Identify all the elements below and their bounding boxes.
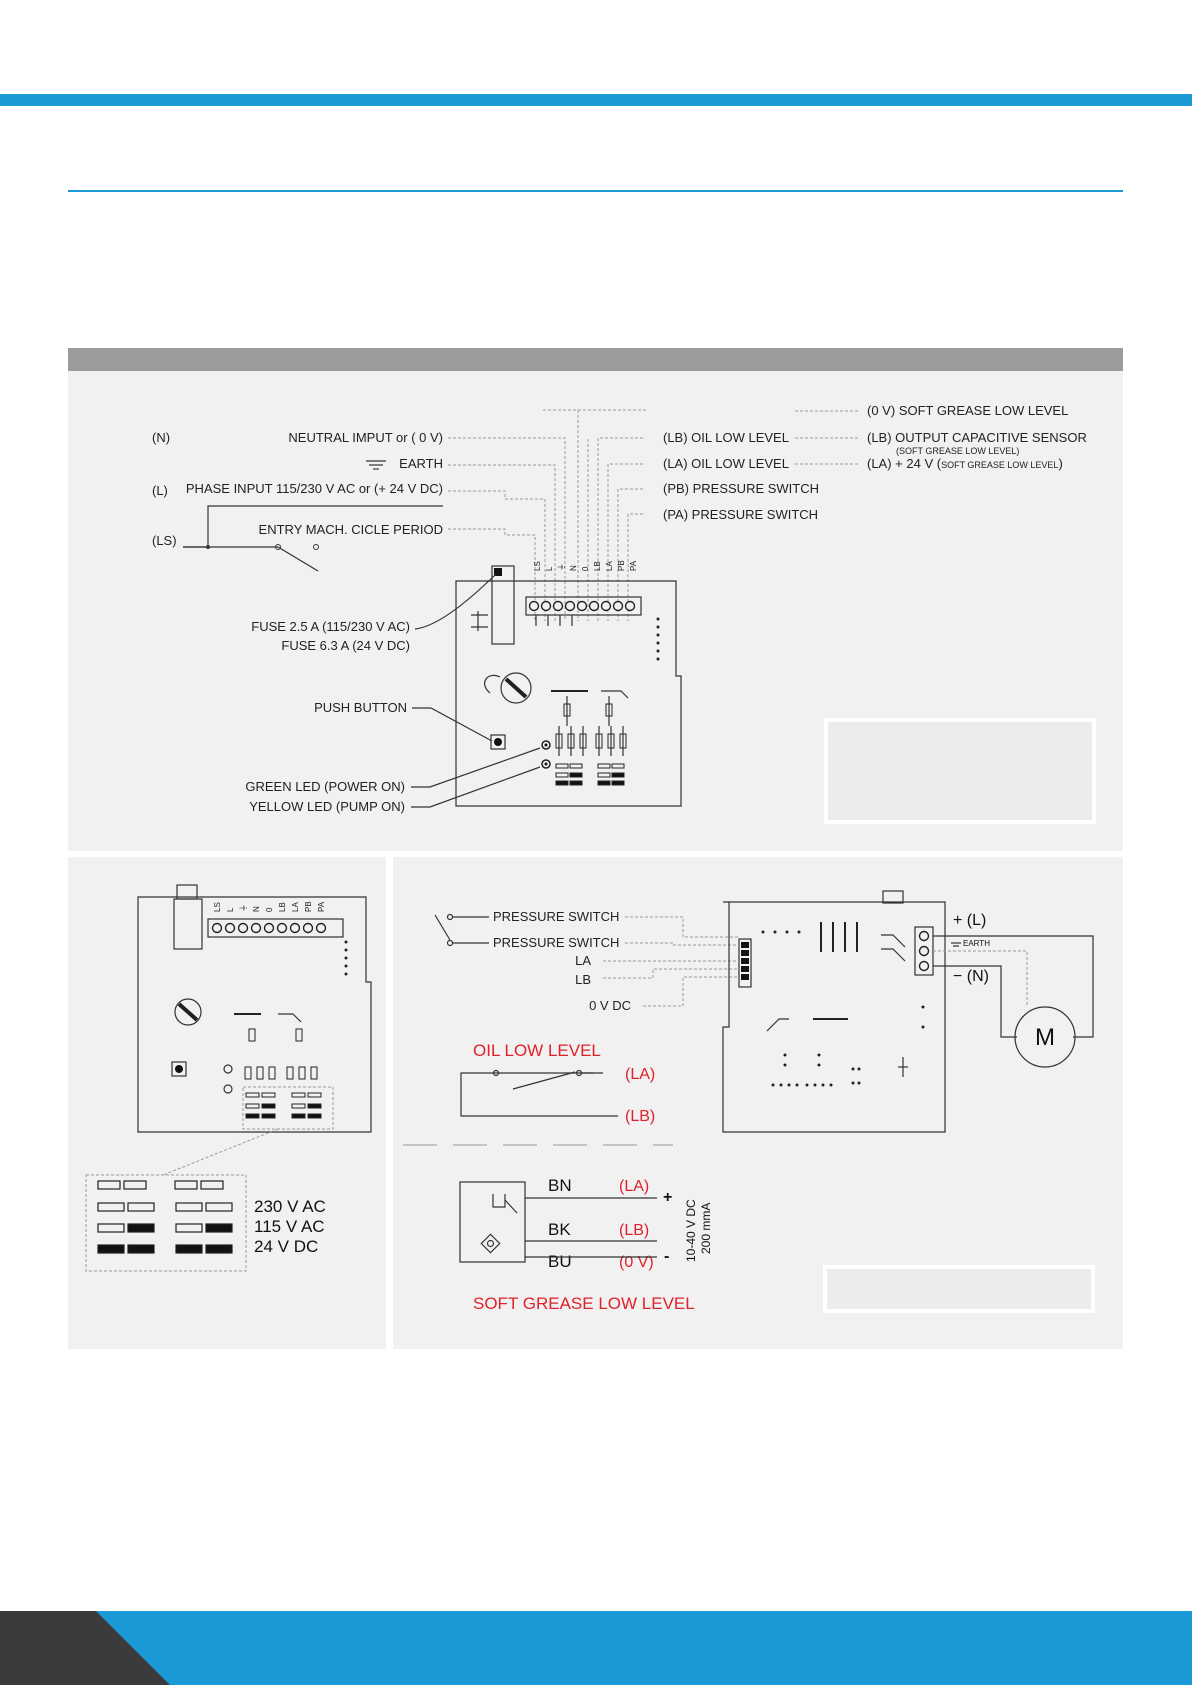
svg-text:LS: LS: [213, 902, 222, 912]
label-entry-cycle: ENTRY MACH. CICLE PERIOD: [259, 522, 443, 537]
svg-text:LA: LA: [605, 561, 614, 571]
label-pressure-switch-2: PRESSURE SWITCH: [493, 935, 619, 950]
label-lb-oil: (LB) OIL LOW LEVEL: [663, 430, 789, 445]
svg-text:PA: PA: [629, 560, 638, 571]
label-fuse-2: FUSE 6.3 A (24 V DC): [281, 638, 410, 653]
figure-header-bar: [68, 348, 1123, 371]
label-la-oil: (LA) OIL LOW LEVEL: [663, 456, 789, 471]
header-accent-band: [0, 94, 1192, 106]
fuse-holder: [491, 565, 515, 645]
earth-symbol-icon: [366, 460, 386, 470]
terminal-screws: [528, 600, 636, 612]
label-pa-pressure: (PA) PRESSURE SWITCH: [663, 507, 818, 522]
svg-text:N: N: [252, 906, 261, 912]
terminal-block: [525, 596, 642, 616]
label-phase-input: PHASE INPUT 115/230 V AC or (+ 24 V DC): [186, 481, 443, 496]
push-button-icon: [490, 734, 506, 750]
svg-text:LS: LS: [533, 561, 542, 571]
yellow-led-icon: [541, 759, 551, 769]
label-soft-grease-0v: (0 V) SOFT GREASE LOW LEVEL: [867, 403, 1068, 418]
label-minus-n: − (N): [953, 968, 989, 985]
label-bk: BK: [548, 1220, 571, 1239]
label-0vdc: 0 V DC: [589, 998, 631, 1013]
label-ls: (LS): [152, 533, 177, 548]
svg-text:0: 0: [265, 907, 274, 912]
potentiometer: [500, 672, 532, 704]
svg-text:PA: PA: [317, 901, 326, 912]
voltage-selection-diagram: LS L ⏚ N 0 LB LA PB PA: [85, 884, 372, 1272]
main-wiring-diagram: (N) (L) (LS) NEUTRAL IMPUT or ( 0 V) EAR…: [152, 403, 1087, 814]
label-yellow-led: YELLOW LED (PUMP ON): [249, 799, 405, 814]
label-bu: BU: [548, 1252, 572, 1271]
label-green-led: GREEN LED (POWER ON): [245, 779, 405, 794]
footer-dark-tab: [0, 1611, 170, 1685]
label-push-button: PUSH BUTTON: [314, 700, 407, 715]
label-la: LA: [575, 953, 591, 968]
note-box-2: [823, 1265, 1095, 1313]
svg-text:⏚: ⏚: [557, 563, 566, 571]
label-l: (L): [152, 483, 168, 498]
section-divider: [68, 190, 1123, 192]
label-oil-lb: (LB): [625, 1108, 655, 1125]
label-minus: -: [664, 1248, 669, 1265]
external-wiring-panel: PRESSURE SWITCH PRESSURE SWITCH LA LB 0 …: [393, 857, 1123, 1349]
label-oil-la: (LA): [625, 1066, 655, 1083]
label-plus: +: [663, 1189, 672, 1206]
label-pb-pressure: (PB) PRESSURE SWITCH: [663, 481, 819, 496]
voltage-selection-panel: LS L ⏚ N 0 LB LA PB PA: [68, 857, 386, 1349]
label-neutral-input: NEUTRAL IMPUT or ( 0 V): [288, 430, 443, 445]
control-board-small: [137, 896, 372, 1133]
control-board: [455, 580, 682, 807]
main-wiring-panel: (N) (L) (LS) NEUTRAL IMPUT or ( 0 V) EAR…: [68, 371, 1123, 851]
label-sensor-lb: (LB): [619, 1222, 649, 1239]
terminal-labels: LS L ⏚ N 0 LB LA PB PA: [533, 560, 638, 571]
label-n: (N): [152, 430, 170, 445]
terminal-labels-small: LS L ⏚ N 0 LB LA PB PA: [213, 901, 326, 912]
external-wiring-diagram: PRESSURE SWITCH PRESSURE SWITCH LA LB 0 …: [403, 890, 1094, 1313]
footer-accent-band: [0, 1611, 1192, 1685]
label-earth-small: EARTH: [963, 939, 990, 948]
control-board-wiring: [722, 901, 946, 1133]
svg-text:PB: PB: [304, 901, 313, 912]
label-lb: LB: [575, 972, 591, 987]
svg-text:0: 0: [581, 566, 590, 571]
svg-text:PB: PB: [617, 560, 626, 571]
label-sensor-la: (LA): [619, 1178, 649, 1195]
label-pressure-switch-1: PRESSURE SWITCH: [493, 909, 619, 924]
label-bn: BN: [548, 1176, 572, 1195]
label-sensor-0v: (0 V): [619, 1254, 654, 1271]
label-lb-output-sub: (SOFT GREASE LOW LEVEL): [896, 446, 1019, 456]
label-230vac: 230 V AC: [254, 1197, 326, 1216]
label-motor: M: [1035, 1024, 1055, 1051]
svg-text:LB: LB: [593, 561, 602, 571]
label-soft-grease-low-level: SOFT GREASE LOW LEVEL: [473, 1294, 695, 1313]
label-115vac: 115 V AC: [254, 1217, 325, 1236]
label-fuse-1: FUSE 2.5 A (115/230 V AC): [251, 619, 410, 634]
label-earth: EARTH: [399, 456, 443, 471]
label-la-24v: (LA) + 24 V (SOFT GREASE LOW LEVEL): [867, 456, 1063, 471]
svg-text:LA: LA: [291, 902, 300, 912]
label-plus-l: + (L): [953, 912, 986, 929]
svg-text:⏚: ⏚: [239, 904, 248, 912]
note-box: [824, 718, 1096, 824]
capacitive-sensor-icon: [459, 1181, 526, 1263]
svg-text:LB: LB: [278, 902, 287, 912]
label-oil-low-level: OIL LOW LEVEL: [473, 1041, 601, 1060]
green-led-icon: [541, 740, 551, 750]
label-spec-voltage: 10-40 V DC: [684, 1199, 698, 1262]
voltage-jumpers: [555, 763, 625, 786]
svg-text:L: L: [226, 907, 235, 912]
svg-text:N: N: [569, 565, 578, 571]
motor-icon: [1014, 1006, 1076, 1068]
label-24vdc: 24 V DC: [254, 1237, 318, 1256]
label-lb-output: (LB) OUTPUT CAPACITIVE SENSOR: [867, 430, 1087, 445]
label-spec-current: 200 mmA: [699, 1203, 713, 1254]
svg-text:L: L: [545, 566, 554, 571]
